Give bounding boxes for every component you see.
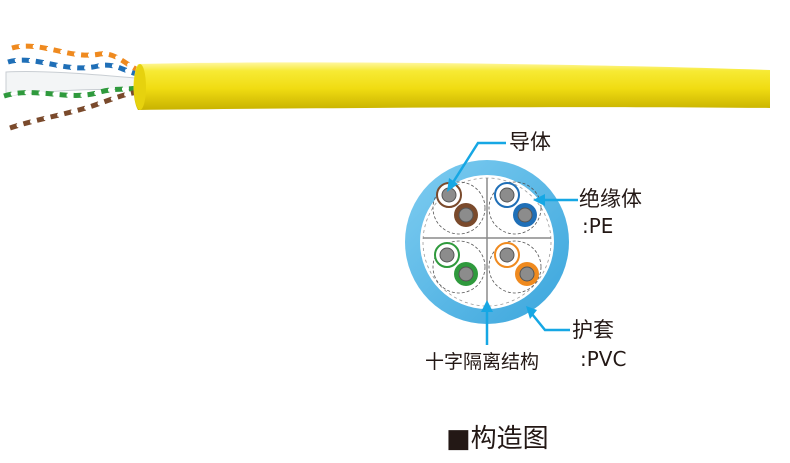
jacket-label: 护套: [572, 318, 614, 342]
cable-jacket: [133, 62, 770, 110]
twisted-pairs-icon: [3, 43, 140, 131]
insulation-material-label: :PE: [582, 214, 614, 238]
brown-pair: [436, 182, 478, 227]
conductor-label: 导体: [509, 130, 551, 154]
cross-separator-label: 十字隔离结构: [425, 351, 540, 373]
blue-pair: [494, 182, 537, 227]
jacket-pointer: [531, 313, 570, 332]
green-pair: [434, 242, 478, 286]
cross-separator: [423, 178, 551, 306]
conductor-pointer: [450, 141, 506, 185]
cable-cross-section: [405, 141, 578, 345]
orange-pair: [494, 242, 539, 286]
jacket-material-label: :PVC: [580, 347, 627, 371]
diagram-caption: ■构造图: [446, 424, 549, 454]
cable-side-view: [3, 43, 770, 131]
insulation-label: 绝缘体: [579, 187, 642, 211]
